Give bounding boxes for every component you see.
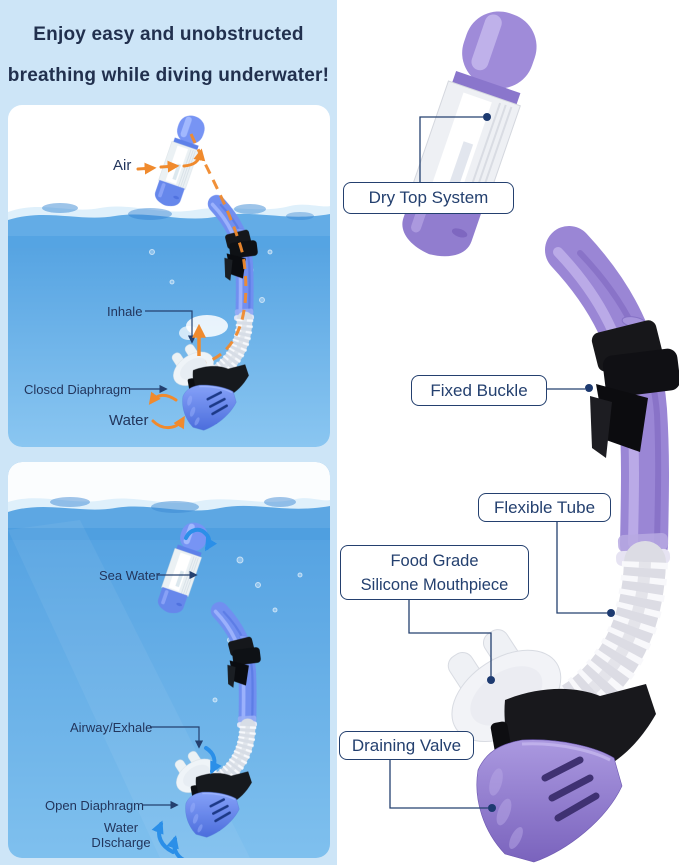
callout-fixed-buckle: Fixed Buckle — [411, 375, 547, 406]
callout-dots — [483, 113, 615, 812]
exhale-arrow-icon — [204, 746, 222, 775]
panel-top-illustration — [8, 105, 330, 447]
air-arrows-icon — [136, 148, 206, 175]
closed-diaphragm-label: Closcd Diaphragm — [24, 382, 131, 397]
water-discharge-label: Water DIscharge — [91, 820, 151, 850]
callout-dry-top-system: Dry Top System — [343, 182, 514, 214]
airflow-dashed-path — [189, 133, 248, 364]
airway-exhale-pointer-line — [150, 726, 204, 749]
title-line-1: Enjoy easy and unobstructed — [33, 24, 304, 45]
sea-water-label: Sea Water — [99, 568, 160, 583]
water-entry-arrow-icon — [184, 527, 218, 552]
airway-exhale-label: Airway/Exhale — [70, 720, 153, 735]
inhale-label: Inhale — [107, 304, 143, 319]
callout-draining-valve: Draining Valve — [339, 731, 474, 760]
open-diaphragm-label: Open Diaphragm — [45, 798, 144, 813]
panel-bottom-illustration — [8, 462, 330, 858]
water-arrows-icon — [148, 391, 185, 430]
water-label: Water — [109, 412, 149, 429]
page-title: Enjoy easy and unobstructed breathing wh… — [0, 14, 337, 96]
callout-silicone-mouthpiece: Food Grade Silicone Mouthpiece — [340, 545, 529, 600]
callout-connectors — [389, 116, 607, 809]
callout-flexible-tube: Flexible Tube — [478, 493, 611, 522]
title-line-2: breathing while diving underwater! — [7, 65, 330, 86]
water-discharge-arrows-icon — [151, 820, 191, 858]
air-label: Air — [113, 157, 132, 174]
